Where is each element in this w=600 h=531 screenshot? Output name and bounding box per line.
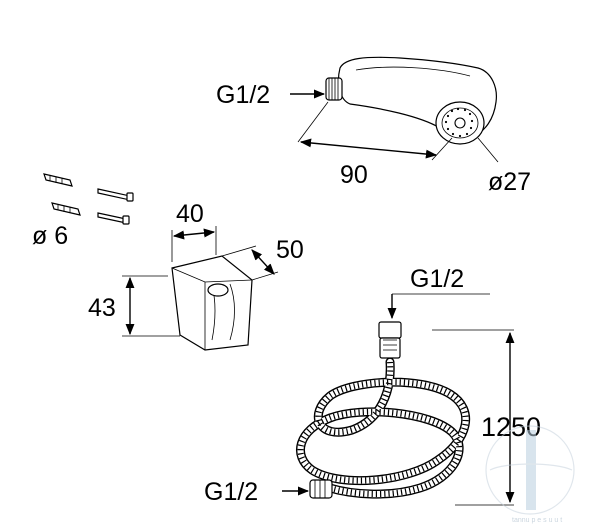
shower-diameter-label: ø27: [488, 168, 531, 196]
bracket-width-label: 40: [176, 200, 204, 228]
length-extension-line-2: [431, 137, 453, 161]
bracket-depth-label: 50: [276, 236, 304, 264]
hose-top-fitting: [378, 321, 402, 339]
width-dimension-line: [172, 228, 216, 240]
length-extension-line: [297, 101, 329, 143]
anchor-diameter-label: ø 6: [32, 222, 68, 250]
depth-extension-line: [221, 245, 257, 257]
wall-bracket: [171, 255, 253, 351]
shower-length-label: 90: [340, 161, 368, 189]
length-dimension-line: [299, 138, 438, 159]
screw-1: [97, 188, 134, 202]
wall-anchors: [43, 173, 134, 225]
wall-plug-1: [43, 173, 73, 187]
shower-thread-label: G1/2: [216, 81, 270, 109]
depth-dimension-line: [251, 249, 275, 275]
diameter-leader: [477, 137, 499, 163]
bracket-height-label: 43: [88, 294, 116, 322]
shower-hose: [295, 321, 471, 499]
spray-nozzles: [444, 107, 474, 138]
hose-bottom-fitting: [309, 479, 333, 499]
hand-shower: [325, 56, 497, 145]
watermark: tannu p e s u u t: [485, 425, 575, 524]
screw-2: [97, 212, 130, 225]
watermark-text: tannu p e s u u t: [512, 517, 562, 524]
hose-bottom-thread-label: G1/2: [204, 478, 258, 506]
wall-plug-2: [51, 202, 81, 216]
hose-top-thread-label: G1/2: [410, 265, 464, 293]
